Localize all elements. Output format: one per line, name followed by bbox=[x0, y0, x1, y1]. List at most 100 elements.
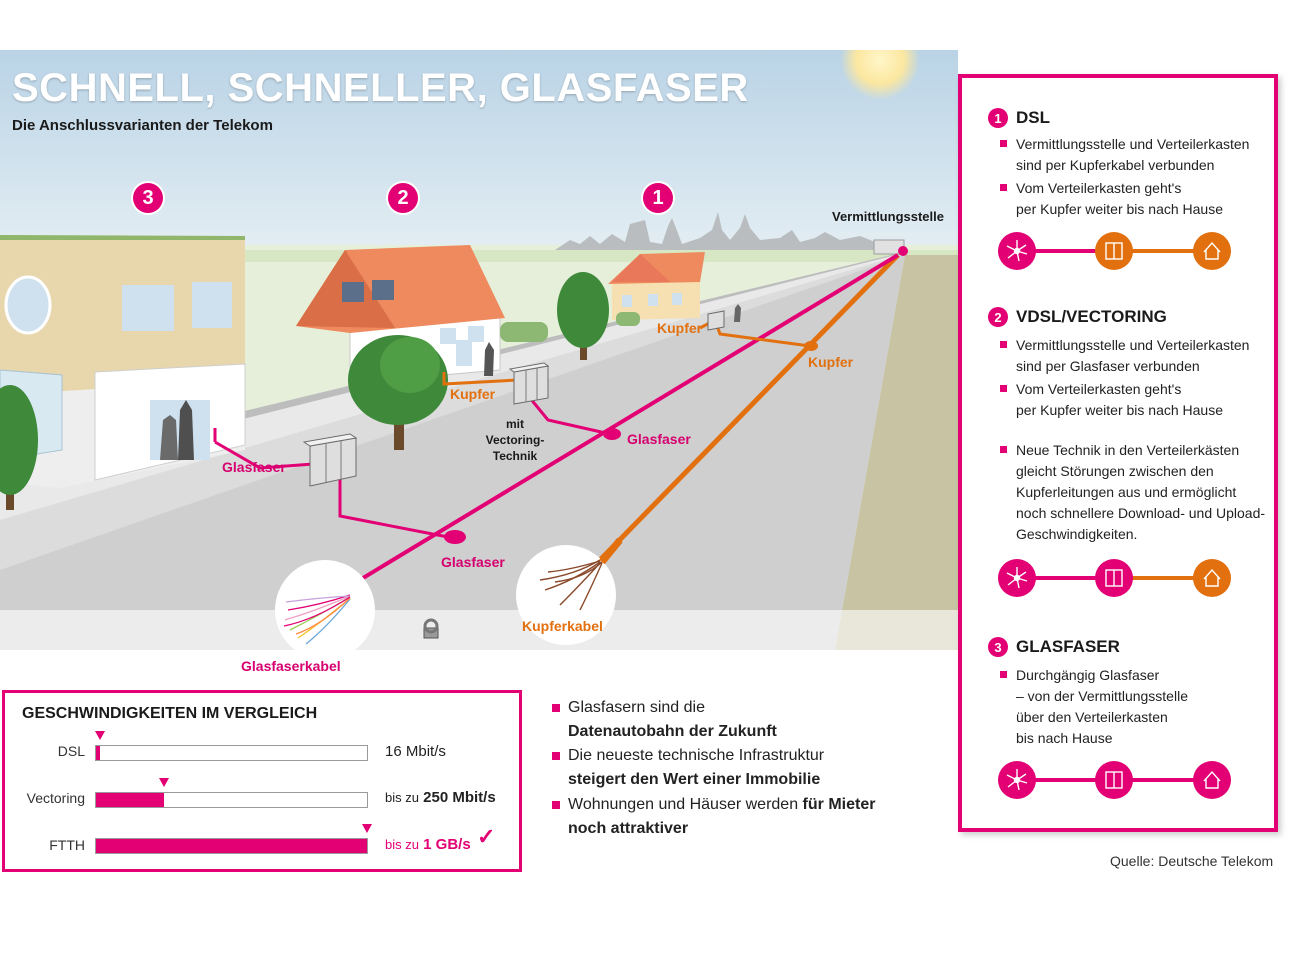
section-title: GLASFASER bbox=[1016, 637, 1120, 656]
speed-bar-marker bbox=[362, 824, 372, 833]
speed-row-value: bis zu 250 Mbit/s bbox=[385, 789, 496, 806]
fiber-mid-label: Glasfaser bbox=[627, 431, 691, 447]
section-dsl-heading: 1 DSL bbox=[988, 108, 1050, 128]
speed-title: GESCHWINDIGKEITEN IM VERGLEICH bbox=[22, 705, 318, 722]
section-vectoring-heading: 2 VDSL/VECTORING bbox=[988, 307, 1167, 327]
tree-left bbox=[0, 385, 38, 510]
benefit-item: Die neueste technische Infrastruktur ste… bbox=[552, 744, 908, 792]
copper-main-line bbox=[598, 253, 900, 562]
fiber-main-label: Glasfaser bbox=[441, 554, 505, 570]
source-credit: Quelle: Deutsche Telekom bbox=[1110, 853, 1274, 869]
tree-right bbox=[557, 272, 609, 360]
bullet-line: per Kupfer weiter bis nach Hause bbox=[1016, 201, 1223, 217]
cabinet-house1 bbox=[707, 310, 725, 331]
bullet-item: Vermittlungsstelle und Verteilerkasten s… bbox=[1000, 134, 1296, 176]
stopwatch-icon: 60555105015452040253530 bbox=[423, 618, 439, 639]
benefit-item: Wohnungen und Häuser werden für Mieter n… bbox=[552, 793, 908, 841]
speed-prefix: bis zu bbox=[385, 837, 419, 852]
bullet-line: Vom Verteilerkasten geht's bbox=[1016, 381, 1182, 397]
bullet-line: sind per Kupferkabel verbunden bbox=[1016, 157, 1215, 173]
bullet-line: sind per Glasfaser verbunden bbox=[1016, 358, 1200, 374]
flow-diagram-dsl bbox=[998, 232, 1231, 270]
speed-bar-track bbox=[95, 778, 368, 808]
benefit-bold-line: noch attraktiver bbox=[568, 820, 689, 837]
bullet-line: noch schnellere Download- und Upload- bbox=[1016, 505, 1266, 521]
speed-bar-fill bbox=[96, 746, 101, 760]
speed-comparison-box: GESCHWINDIGKEITEN IM VERGLEICH DSL 16 Mb… bbox=[2, 690, 522, 872]
speed-value-text: 250 Mbit/s bbox=[423, 789, 496, 806]
benefit-bold-line: Datenautobahn der Zukunft bbox=[568, 723, 777, 740]
tree-mid bbox=[348, 335, 448, 450]
bullet-line: per Kupfer weiter bis nach Hause bbox=[1016, 402, 1223, 418]
house-icon bbox=[1193, 232, 1231, 270]
copper-line-label: Kupfer bbox=[808, 354, 854, 370]
bullet-line: Vermittlungsstelle und Verteilerkasten bbox=[1016, 136, 1250, 152]
page-subtitle: Die Anschlussvarianten der Telekom bbox=[12, 117, 273, 134]
section-number: 3 bbox=[988, 637, 1008, 657]
bullet-line: – von der Vermittlungsstelle bbox=[1016, 688, 1188, 704]
speed-row-label: Vectoring bbox=[26, 790, 85, 806]
speed-value-text: 1 GB/s bbox=[423, 836, 471, 853]
section-title: DSL bbox=[1016, 108, 1050, 127]
fiber-cable-illustration bbox=[275, 560, 375, 650]
speed-bar-marker bbox=[158, 778, 169, 787]
bullet-line: Durchgängig Glasfaser bbox=[1016, 667, 1160, 683]
road bbox=[0, 255, 905, 650]
fiber-cable-label: Glasfaserkabel bbox=[241, 658, 341, 674]
checkmark-icon: ✓ bbox=[477, 824, 496, 849]
section-number: 1 bbox=[988, 108, 1008, 128]
sun bbox=[840, 50, 920, 100]
section-title: VDSL/VECTORING bbox=[1016, 307, 1167, 326]
speed-bar-fill bbox=[96, 793, 164, 807]
person-2 bbox=[484, 342, 494, 376]
house-1 bbox=[608, 252, 705, 320]
speed-row-value: bis zu 1 GB/s bbox=[385, 836, 471, 853]
bullet-line: Vom Verteilerkasten geht's bbox=[1016, 180, 1182, 196]
exchange-label: Vermittlungsstelle bbox=[832, 209, 944, 224]
connection-variants-panel: 1 DSL Vermittlungsstelle und Verteilerka… bbox=[958, 74, 1278, 832]
house-icon bbox=[1193, 761, 1231, 799]
speed-bar-track bbox=[95, 731, 368, 761]
copper-house2-label: Kupfer bbox=[450, 386, 496, 402]
benefit-bold-line: steigert den Wert einer Immobilie bbox=[568, 771, 821, 788]
vectoring-label: mit Vectoring- Technik bbox=[480, 416, 550, 464]
vectoring-label-line-3: Technik bbox=[492, 449, 538, 463]
field-right bbox=[835, 255, 958, 650]
speed-prefix: bis zu bbox=[385, 790, 419, 805]
speed-row-label: FTTH bbox=[49, 837, 85, 853]
house-icon bbox=[1193, 559, 1231, 597]
fiber-house3-label: Glasfaser bbox=[222, 459, 286, 475]
house-3-badge: 3 bbox=[133, 183, 163, 213]
speed-value-text: 16 Mbit/s bbox=[385, 743, 446, 760]
page-title: SCHNELL, SCHNELLER, GLASFASER bbox=[12, 66, 749, 110]
bullet-line: Neue Technik in den Verteilerkästen bbox=[1016, 442, 1240, 458]
bullet-item: Durchgängig Glasfaser – von der Vermittl… bbox=[1000, 665, 1296, 749]
exchange-point bbox=[898, 246, 908, 256]
vectoring-label-line-1: mit bbox=[506, 417, 524, 431]
house-1-badge: 1 bbox=[643, 183, 673, 213]
speed-bar-fill bbox=[96, 839, 367, 853]
bullet-item: Neue Technik in den Verteilerkästen glei… bbox=[1000, 440, 1296, 545]
speed-bar-track bbox=[95, 824, 372, 854]
bullet-line: bis nach Hause bbox=[1016, 730, 1113, 746]
person-1 bbox=[734, 304, 741, 322]
flow-diagram-glasfaser bbox=[998, 761, 1231, 799]
vectoring-label-line-2: Vectoring- bbox=[485, 433, 545, 447]
copper-cable-label: Kupferkabel bbox=[522, 618, 603, 634]
benefit-line: Wohnungen und Häuser werden bbox=[568, 796, 799, 813]
bullet-line: Vermittlungsstelle und Verteilerkasten bbox=[1016, 337, 1250, 353]
cabinet-house3 bbox=[302, 433, 358, 487]
benefit-line: Glasfasern sind die bbox=[568, 699, 705, 716]
speed-bar-marker bbox=[95, 731, 106, 740]
benefit-bold-inline: für Mieter bbox=[802, 796, 876, 813]
bullet-line: gleicht Störungen zwischen den bbox=[1016, 463, 1214, 479]
section-number: 2 bbox=[988, 307, 1008, 327]
section-glasfaser-heading: 3 GLASFASER bbox=[988, 637, 1120, 657]
copper-cable-illustration bbox=[516, 537, 623, 645]
copper-house1-label: Kupfer bbox=[657, 320, 703, 336]
speed-row-value: 16 Mbit/s bbox=[385, 743, 446, 760]
bullet-line: über den Verteilerkasten bbox=[1016, 709, 1168, 725]
bullet-item: Vom Verteilerkasten geht's per Kupfer we… bbox=[1000, 379, 1296, 421]
speed-row-label: DSL bbox=[57, 743, 85, 759]
benefit-line: Die neueste technische Infrastruktur bbox=[568, 747, 825, 764]
